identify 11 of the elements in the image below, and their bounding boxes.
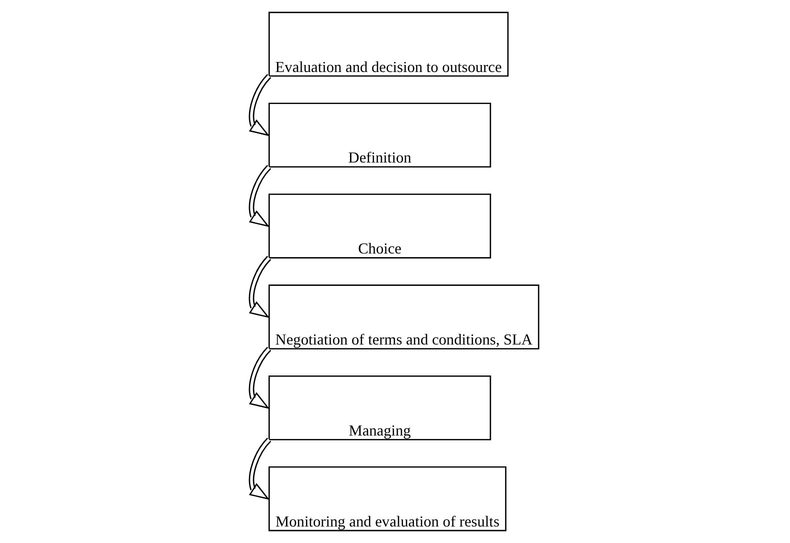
node-box: Definition	[268, 102, 492, 168]
node-box: Evaluation and decision to outsource	[268, 12, 509, 77]
node-box: Managing	[268, 375, 492, 440]
node-box: Negotiation of terms and conditions, SLA	[268, 284, 540, 350]
arrow	[248, 256, 272, 318]
arrow	[248, 346, 272, 409]
arrow	[248, 438, 272, 500]
arrow	[248, 164, 272, 228]
arrow	[248, 74, 272, 136]
node-box: Monitoring and evaluation of results	[268, 466, 506, 532]
node-box: Choice	[268, 194, 492, 258]
